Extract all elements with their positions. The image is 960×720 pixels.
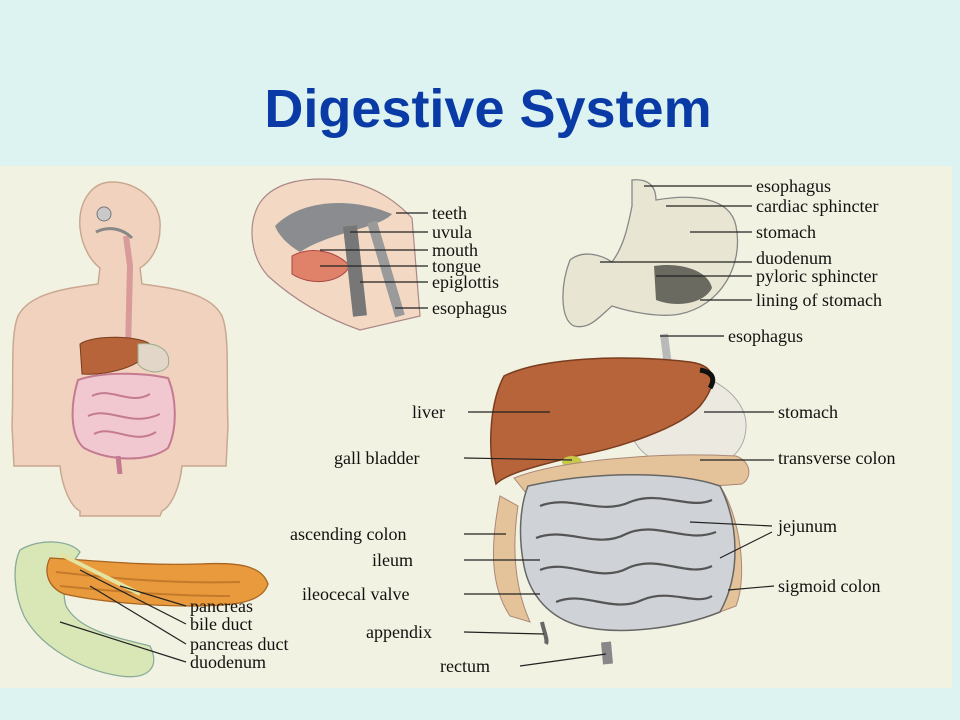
label-pyloric-sphincter: pyloric sphincter xyxy=(756,266,877,286)
stomach-leader-lines xyxy=(600,185,752,301)
pancreas-leader-lines xyxy=(59,569,187,663)
digestive-tract-illustration xyxy=(490,333,750,665)
label-pancreas: pancreas xyxy=(190,596,253,616)
label-uvula: uvula xyxy=(432,222,472,242)
label-stomach-esophagus: esophagus xyxy=(756,176,831,196)
label-transverse-colon: transverse colon xyxy=(778,448,895,468)
head-labels: teeth uvula mouth tongue epiglottis esop… xyxy=(432,203,507,318)
label-jejunum: jejunum xyxy=(777,516,837,536)
label-rectum: rectum xyxy=(440,656,490,676)
head-cross-section-illustration xyxy=(251,178,421,331)
label-ascending-colon: ascending colon xyxy=(290,524,406,544)
label-mouth: mouth xyxy=(432,240,478,260)
label-tongue: tongue xyxy=(432,256,481,276)
pancreas-labels: pancreas bile duct pancreas duct duodenu… xyxy=(190,596,288,672)
label-bile-duct: bile duct xyxy=(190,614,252,634)
main-right-labels: esophagus stomach transverse colon jejun… xyxy=(728,326,895,596)
label-main-stomach: stomach xyxy=(778,402,838,422)
stomach-labels: esophagus cardiac sphincter stomach duod… xyxy=(756,176,882,310)
label-pancreas-duct: pancreas duct xyxy=(190,634,288,654)
label-cardiac-sphincter: cardiac sphincter xyxy=(756,196,878,216)
main-leader-lines xyxy=(463,335,775,667)
label-epiglottis: epiglottis xyxy=(432,272,499,292)
head-leader-lines xyxy=(320,212,428,309)
label-ileocecal-valve: ileocecal valve xyxy=(302,584,409,604)
body-silhouette-illustration xyxy=(11,181,229,517)
label-stomach-duodenum: duodenum xyxy=(756,248,832,268)
label-liver: liver xyxy=(412,402,445,422)
stomach-detail-illustration xyxy=(562,179,739,328)
digestive-diagram: teeth uvula mouth tongue epiglottis esop… xyxy=(11,176,895,678)
label-lining-of-stomach: lining of stomach xyxy=(756,290,882,310)
label-teeth: teeth xyxy=(432,203,467,223)
label-appendix: appendix xyxy=(366,622,432,642)
label-sigmoid-colon: sigmoid colon xyxy=(778,576,881,596)
label-pancreas-duodenum: duodenum xyxy=(190,652,266,672)
label-head-esophagus: esophagus xyxy=(432,298,507,318)
label-ileum: ileum xyxy=(372,550,413,570)
label-main-esophagus: esophagus xyxy=(728,326,803,346)
label-gall-bladder: gall bladder xyxy=(334,448,419,468)
label-stomach-stomach: stomach xyxy=(756,222,816,242)
page-title: Digestive System xyxy=(264,79,712,139)
main-left-labels: liver gall bladder ascending colon ileum… xyxy=(290,402,490,676)
